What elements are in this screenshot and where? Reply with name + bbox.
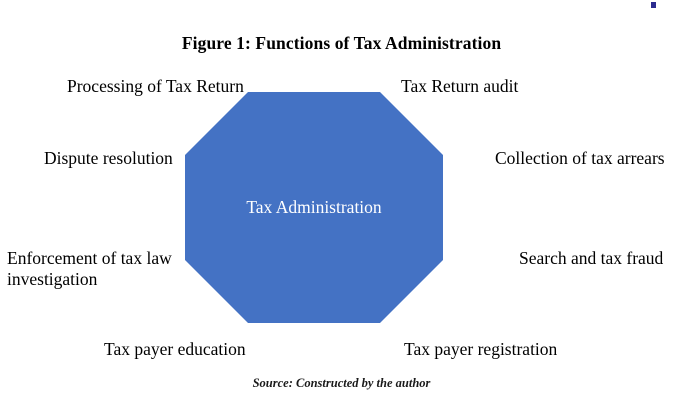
corner-artifact-mark [651,2,656,8]
source-note: Source: Constructed by the author [252,376,431,390]
function-label-tax-payer-education: Tax payer education [104,339,246,359]
function-label-processing-of-tax-return: Processing of Tax Return [67,76,244,96]
function-label-tax-payer-registration: Tax payer registration [404,339,558,359]
octagon-diagram: Tax Administration [185,92,443,323]
function-label-enforcement-of-tax-law-investigation: Enforcement of tax law investigation [7,248,172,289]
function-label-dispute-resolution: Dispute resolution [44,148,173,168]
octagon-shape-icon [185,92,443,323]
figure-title: Figure 1: Functions of Tax Administratio… [181,33,502,53]
function-label-collection-of-tax-arrears: Collection of tax arrears [495,148,665,168]
function-label-search-and-tax-fraud: Search and tax fraud [519,248,664,268]
function-label-tax-return-audit: Tax Return audit [401,76,519,96]
